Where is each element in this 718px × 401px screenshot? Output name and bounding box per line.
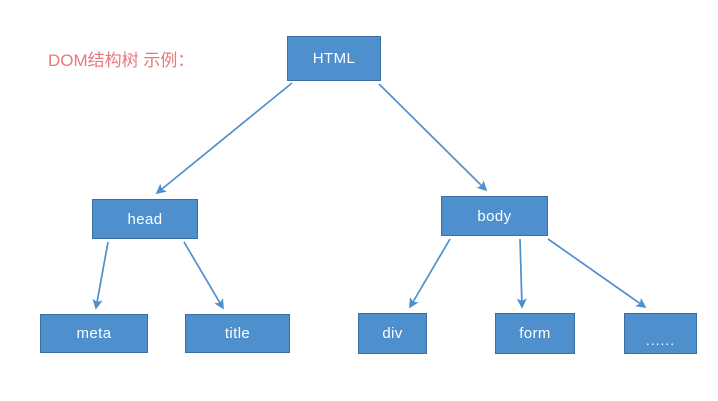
edge-body-form [516,238,527,309]
diagram-caption: DOM结构树 示例： [48,51,195,70]
node-html-label: HTML [312,50,356,67]
edge-head-title [183,241,224,310]
node-body-label: body [477,207,512,225]
node-ellipsis-label: ...... [645,332,676,348]
edge-head-meta [92,241,109,310]
node-form-label: form [519,325,551,342]
node-html[interactable]: HTML [287,36,381,81]
node-meta[interactable]: meta [40,314,148,353]
edge-html-body [378,83,488,192]
node-div-label: div [382,325,403,342]
node-head-label: head [127,210,163,228]
node-title[interactable]: title [185,314,290,353]
node-form[interactable]: form [495,313,575,354]
edge-body-etc [547,238,647,308]
edge-body-div [409,238,451,309]
node-title-label: title [224,325,251,342]
node-ellipsis[interactable]: ...... [624,313,697,354]
node-div[interactable]: div [358,313,427,354]
node-body[interactable]: body [441,196,548,236]
node-head[interactable]: head [92,199,198,239]
node-meta-label: meta [76,325,112,342]
edge-html-head [155,82,293,195]
